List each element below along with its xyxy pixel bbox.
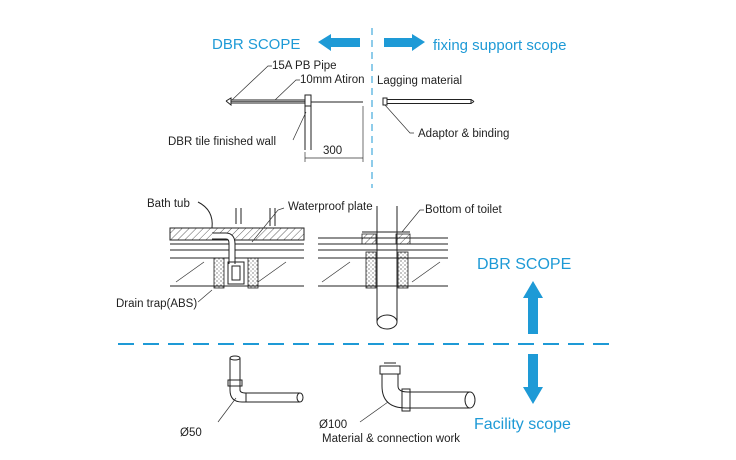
adaptor-pipe-drawing xyxy=(382,97,475,134)
dimension-label: 300 xyxy=(323,145,342,157)
fixing-scope-label: fixing support scope xyxy=(433,37,566,54)
bottom-section: Ø50 Ø100 Material & connection work Faci… xyxy=(180,354,571,445)
dbr-scope-top: DBR SCOPE xyxy=(212,36,300,53)
bath-slab-drawing xyxy=(169,201,305,303)
elbow-100-drawing xyxy=(359,362,476,423)
pipe-label: 15A PB Pipe xyxy=(272,60,337,72)
material-label: Material & connection work xyxy=(322,433,460,445)
atiron-label: 10mm Atiron xyxy=(300,74,365,86)
dbr-scope-mid: DBR SCOPE xyxy=(477,256,571,273)
waterproof-label: Waterproof plate xyxy=(288,201,373,213)
left-arrow-icon xyxy=(318,34,360,51)
d100-label: Ø100 xyxy=(319,419,347,431)
drain-label: Drain trap(ABS) xyxy=(116,298,197,310)
tile-wall-label: DBR tile finished wall xyxy=(168,136,276,148)
lagging-label: Lagging material xyxy=(377,75,462,87)
up-arrow-icon xyxy=(523,281,543,334)
top-section: DBR SCOPE fixing support scope 15 xyxy=(168,28,566,188)
down-arrow-icon xyxy=(523,354,543,404)
adaptor-label: Adaptor & binding xyxy=(418,128,509,140)
bath-tub-label: Bath tub xyxy=(147,198,190,210)
facility-scope-label: Facility scope xyxy=(474,416,571,433)
toilet-label: Bottom of toilet xyxy=(425,204,503,216)
middle-section: Bath tub Waterproof plate Drain trap(ABS… xyxy=(116,198,571,334)
toilet-slab-drawing xyxy=(318,206,448,330)
wall-pipe-drawing xyxy=(225,65,364,162)
right-arrow-icon xyxy=(384,34,425,51)
d50-label: Ø50 xyxy=(180,427,202,439)
elbow-50-drawing xyxy=(217,355,304,423)
